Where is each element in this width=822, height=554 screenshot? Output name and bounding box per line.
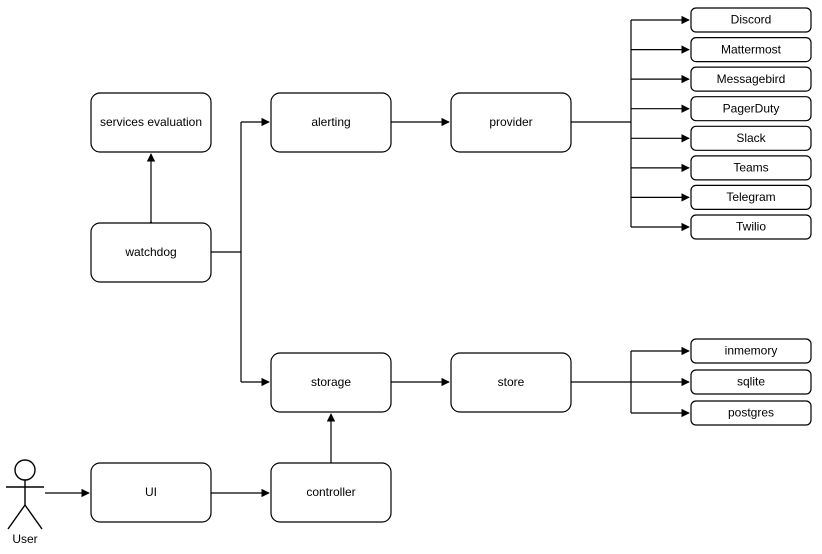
node-alerting[interactable]: alerting — [270, 92, 392, 153]
node-label: UI — [145, 485, 157, 499]
leaf-node-twilio[interactable]: Twilio — [690, 214, 812, 240]
leaf-node-inmemory[interactable]: inmemory — [690, 338, 812, 364]
node-ui[interactable]: UI — [90, 462, 212, 523]
leaf-node-slack[interactable]: Slack — [690, 125, 812, 151]
actor-user[interactable]: User — [6, 459, 44, 546]
actor-leg-left — [7, 504, 26, 530]
node-store[interactable]: store — [450, 352, 572, 413]
node-provider[interactable]: provider — [450, 92, 572, 153]
node-controller[interactable]: controller — [270, 462, 392, 523]
actor-leg-right — [24, 504, 43, 530]
node-label: storage — [311, 375, 351, 389]
leaf-node-pagerduty[interactable]: PagerDuty — [690, 96, 812, 122]
leaf-node-sqlite[interactable]: sqlite — [690, 369, 812, 395]
leaf-node-messagebird[interactable]: Messagebird — [690, 66, 812, 92]
leaf-node-teams[interactable]: Teams — [690, 155, 812, 181]
leaf-label: Mattermost — [721, 42, 782, 56]
leaf-label: Teams — [733, 161, 768, 175]
leaf-label: Messagebird — [717, 72, 786, 86]
leaf-label: postgres — [728, 406, 774, 420]
leaf-label: Slack — [736, 131, 766, 145]
leaf-node-discord[interactable]: Discord — [690, 7, 812, 33]
provider-branches — [631, 15, 690, 232]
leaf-node-postgres[interactable]: postgres — [690, 400, 812, 426]
node-label: services evaluation — [100, 115, 202, 129]
node-services-evaluation[interactable]: services evaluation — [90, 92, 212, 153]
leaf-label: PagerDuty — [723, 101, 780, 115]
leaf-label: sqlite — [737, 375, 765, 389]
leaf-node-mattermost[interactable]: Mattermost — [690, 36, 812, 63]
leaf-label: Telegram — [726, 190, 775, 204]
store-branches — [631, 346, 690, 418]
node-label: watchdog — [124, 245, 176, 259]
leaf-label: inmemory — [725, 344, 778, 358]
node-watchdog[interactable]: watchdog — [90, 222, 212, 283]
node-storage[interactable]: storage — [270, 352, 392, 413]
actor-head-icon — [14, 459, 36, 481]
node-label: provider — [489, 115, 532, 129]
leaf-node-telegram[interactable]: Telegram — [690, 184, 812, 210]
node-label: alerting — [311, 115, 350, 129]
node-label: store — [498, 375, 525, 389]
leaf-label: Discord — [731, 13, 772, 27]
node-label: controller — [306, 485, 355, 499]
actor-label: User — [12, 532, 37, 546]
leaf-label: Twilio — [736, 220, 766, 234]
